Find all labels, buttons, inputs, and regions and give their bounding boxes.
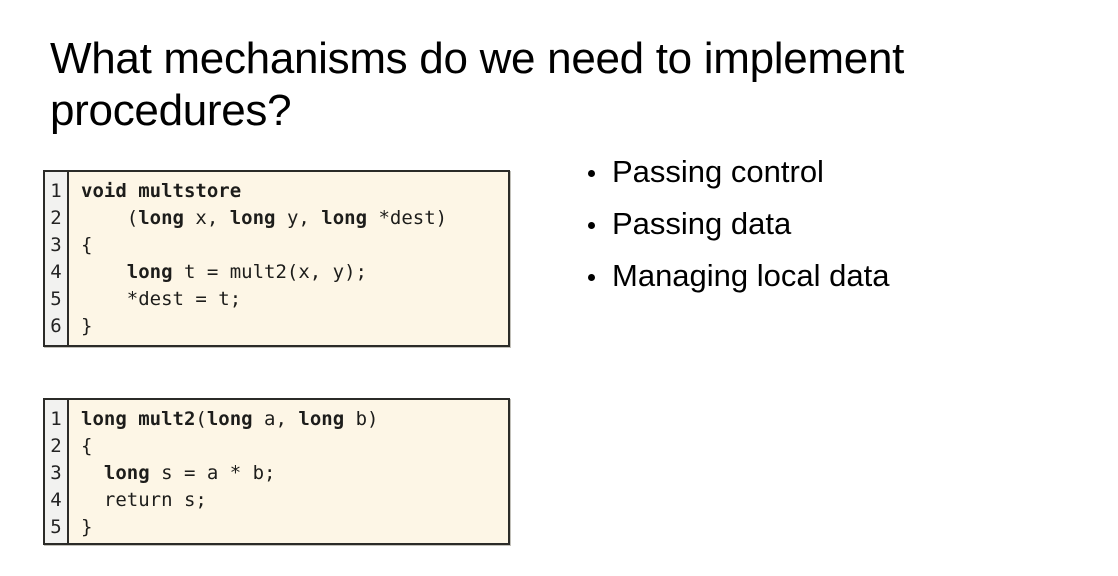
code-block-multstore: 1 2 3 4 5 6 void multstore (long x, long y, l… [43,170,510,347]
code-line: long mult2(long a, long b) [81,408,379,430]
line-number-gutter: 1 2 3 4 5 [45,400,69,543]
code-content: long mult2(long a, long b) { long s = a *… [69,400,508,543]
page-title: What mechanisms do we need to implement … [50,34,916,136]
code-line: { [81,234,93,256]
code-line: } [81,516,93,538]
line-number: 5 [50,288,62,310]
list-item: Managing local data [583,250,1083,302]
code-line: *dest = t; [81,288,242,310]
mechanisms-bullet-list: Passing control Passing data Managing lo… [583,146,1083,302]
list-item: Passing control [583,146,1083,198]
line-number: 2 [50,435,62,457]
line-number: 2 [50,207,62,229]
list-item-label: Passing control [612,154,824,189]
code-line: void multstore [81,180,242,202]
line-number: 5 [50,516,62,538]
list-item-label: Passing data [612,206,792,241]
code-line: { [81,435,93,457]
list-item-label: Managing local data [612,258,890,293]
line-number: 3 [50,234,62,256]
line-number: 4 [50,489,62,511]
line-number: 6 [50,315,62,337]
list-item: Passing data [583,198,1083,250]
code-line: } [81,315,93,337]
line-number: 1 [50,408,62,430]
line-number: 3 [50,462,62,484]
line-number: 4 [50,261,62,283]
code-line: long t = mult2(x, y); [126,261,367,283]
line-number: 1 [50,180,62,202]
code-line: long s = a * b; [103,462,276,484]
code-content: void multstore (long x, long y, long *de… [69,172,508,345]
code-line: (long x, long y, long *dest) [81,207,448,229]
code-block-mult2: 1 2 3 4 5 long mult2(long a, long b) { long s… [43,398,510,545]
line-number-gutter: 1 2 3 4 5 6 [45,172,69,345]
code-line: return s; [81,489,207,511]
